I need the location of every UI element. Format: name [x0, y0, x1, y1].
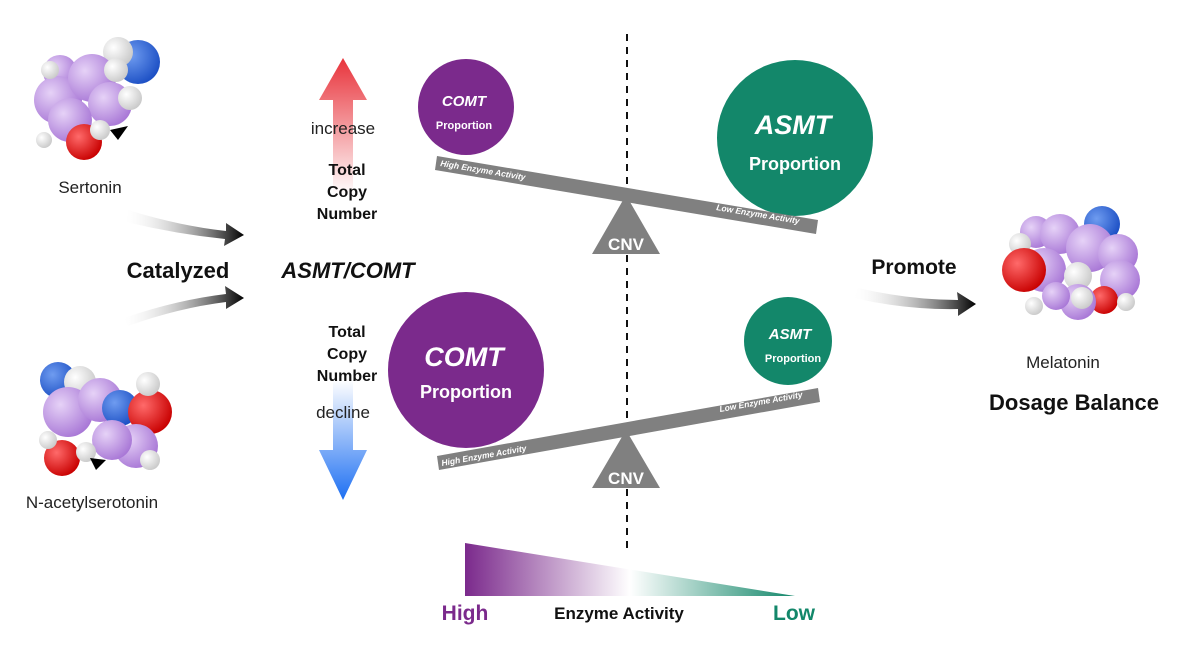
copy-number-top-line2: Copy: [327, 184, 367, 201]
bottom-fulcrum-label: CNV: [608, 469, 645, 488]
serotonin-flow-arrow: [126, 210, 244, 246]
increase-label: increase: [311, 119, 375, 138]
top-comt-subtitle: Proportion: [436, 120, 492, 132]
top-fulcrum-label: CNV: [608, 235, 645, 254]
decline-label: decline: [316, 403, 370, 422]
melatonin-molecule: [1002, 206, 1140, 320]
top-comt-circle: [418, 59, 514, 155]
catalyzed-label: Catalyzed: [127, 258, 230, 283]
bottom-fulcrum: [592, 430, 660, 488]
bottom-asmt-circle: [744, 297, 832, 385]
top-asmt-subtitle: Proportion: [749, 154, 841, 174]
serotonin-molecule: [34, 37, 160, 160]
copy-number-top-line1: Total: [328, 162, 365, 179]
top-asmt-title: ASMT: [754, 110, 834, 140]
bottom-comt-title: COMT: [424, 342, 506, 372]
enzymes-label: ASMT/COMT: [280, 258, 416, 283]
melatonin-label: Melatonin: [1026, 353, 1100, 372]
top-fulcrum: [592, 195, 660, 254]
legend-title: Enzyme Activity: [554, 604, 684, 623]
enzyme-activity-wedge: [465, 543, 795, 596]
legend-high-label: High: [442, 602, 489, 625]
copy-number-bottom-line2: Copy: [327, 346, 367, 363]
top-balance: COMT Proportion ASMT Proportion High Enz…: [418, 59, 873, 254]
bottom-comt-circle: [388, 292, 544, 448]
promote-flow-arrow: [854, 288, 976, 316]
n-acetylserotonin-flow-arrow: [124, 286, 244, 326]
serotonin-label: Sertonin: [58, 178, 121, 197]
top-asmt-circle: [717, 60, 873, 216]
dosage-balance-label: Dosage Balance: [989, 390, 1159, 415]
top-beam: [435, 156, 818, 234]
bottom-asmt-title: ASMT: [768, 326, 813, 343]
bottom-asmt-subtitle: Proportion: [765, 353, 821, 365]
arrowhead-icon: [110, 126, 128, 140]
copy-number-top-line3: Number: [317, 206, 377, 223]
legend-low-label: Low: [773, 602, 816, 625]
copy-number-bottom-line1: Total: [328, 324, 365, 341]
n-acetylserotonin-molecule: [39, 362, 172, 476]
promote-label: Promote: [871, 256, 956, 279]
bottom-comt-subtitle: Proportion: [420, 382, 512, 402]
n-acetylserotonin-label: N-acetylserotonin: [26, 493, 158, 512]
copy-number-bottom-line3: Number: [317, 368, 377, 385]
bottom-beam: [437, 388, 820, 470]
decline-arrow: [319, 380, 367, 500]
increase-arrow: [319, 58, 367, 195]
arrowhead-icon: [90, 458, 106, 470]
bottom-balance: COMT Proportion ASMT Proportion High Enz…: [388, 292, 832, 488]
top-comt-title: COMT: [442, 93, 488, 110]
